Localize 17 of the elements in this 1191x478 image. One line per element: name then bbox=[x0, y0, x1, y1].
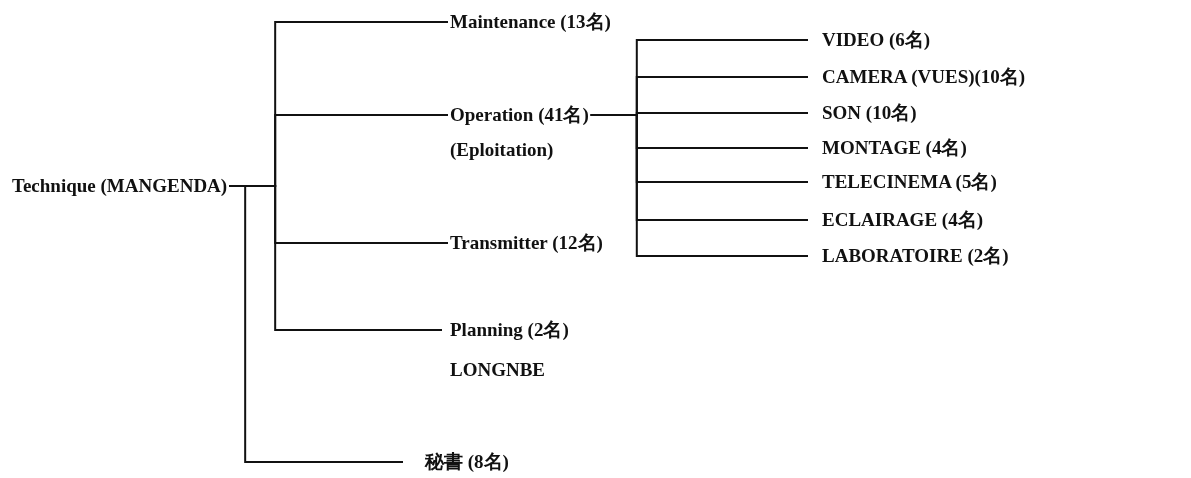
unit-label: CAMERA (VUES)(10名) bbox=[808, 65, 1026, 89]
unit-label: VIDEO (6名) bbox=[808, 28, 931, 52]
unit-label: Maintenance (13名) bbox=[448, 10, 611, 34]
connector-line bbox=[228, 185, 404, 463]
unit-label: Operation (41名) bbox=[450, 103, 589, 127]
unit-label: MONTAGE (4名) bbox=[808, 136, 967, 160]
unit-label: Planning (2名) bbox=[450, 318, 569, 342]
unit-label: Transmitter (12名) bbox=[448, 231, 603, 255]
unit-label: 秘書 (8名) bbox=[403, 450, 509, 474]
unit-label: ECLAIRAGE (4名) bbox=[808, 208, 983, 232]
unit-label: TELECINEMA (5名) bbox=[808, 170, 997, 194]
unit-label: SON (10名) bbox=[808, 101, 917, 125]
unit-label: Technique (MANGENDA) bbox=[12, 174, 228, 198]
unit-label: LABORATOIRE (2名) bbox=[808, 244, 1009, 268]
unit-label: (Eploitation) bbox=[450, 138, 555, 162]
unit-label: LONGNBE bbox=[450, 358, 547, 382]
connector-line bbox=[589, 114, 809, 257]
